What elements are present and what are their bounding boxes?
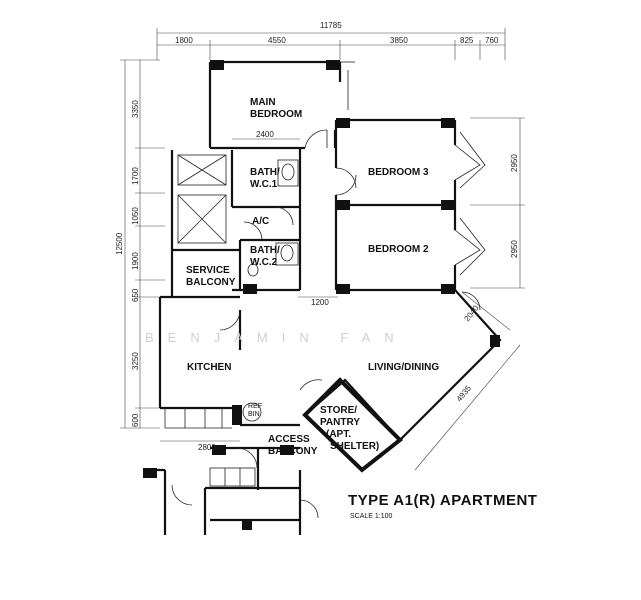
dim-top-2: 4550 [268,36,286,45]
store-label-4: SHELTER) [330,441,379,452]
dimension-labels: 11785 1800 4550 3850 825 760 12500 3350 … [115,21,519,452]
dim-left-6: 3250 [131,352,140,370]
access-balcony-label-2: BALCONY [268,446,318,457]
plan-scale: SCALE 1:100 [350,513,393,520]
plan-title: TYPE A1(R) APARTMENT [348,492,537,509]
main-bedroom-label-1: MAIN [250,97,276,108]
columns [143,60,500,530]
main-bedroom-label-2: BEDROOM [250,109,302,120]
dim-inner-3: 2800 [198,443,216,452]
dim-top-3: 3850 [390,36,408,45]
access-balcony-label-1: ACCESS [268,434,310,445]
dim-right-1: 2950 [510,154,519,172]
dim-left-2: 1700 [131,167,140,185]
kitchen-label: KITCHEN [187,362,231,373]
dim-inner-2: 1200 [311,298,329,307]
dimension-lines [120,28,525,471]
ref-label-2: BIN [248,411,260,418]
ac-label: A/C [252,216,269,227]
dim-right-2: 2950 [510,240,519,258]
store-label-3: (APT. [326,429,351,440]
store-label-1: STORE/ [320,405,357,416]
bath2-label-1: BATH/ [250,245,280,256]
bedroom3-label: BEDROOM 3 [368,167,429,178]
fixtures [164,61,481,519]
dim-left-4: 1900 [131,252,140,270]
watermark: BENJAMIN FAN [145,330,408,345]
bath2-label-2: W.C.2 [250,257,278,268]
bath1-label-2: W.C.1 [250,179,278,190]
dim-top-1: 1800 [175,36,193,45]
store-label-2: PANTRY [320,417,360,428]
service-balcony-label-1: SERVICE [186,265,230,276]
room-labels: MAIN BEDROOM BEDROOM 3 BEDROOM 2 BATH/ W… [186,97,439,457]
dim-diagonal-1: 2040 [462,303,480,323]
bath1-label-1: BATH/ [250,167,280,178]
dim-left-1: 3350 [131,100,140,118]
dim-inner-1: 2400 [256,130,274,139]
dim-top-5: 760 [485,36,499,45]
living-dining-label: LIVING/DINING [368,362,439,373]
ref-label-1: REF [248,403,262,410]
dim-diagonal-2: 4935 [455,383,474,403]
dim-top-4: 825 [460,36,474,45]
dim-left-5: 650 [131,288,140,302]
service-balcony-label-2: BALCONY [186,277,236,288]
dim-left-overall: 12500 [115,232,124,255]
bedroom2-label: BEDROOM 2 [368,244,429,255]
dim-overall-top: 11785 [320,21,342,30]
dim-left-3: 1050 [131,207,140,225]
dim-left-7: 600 [131,413,140,427]
